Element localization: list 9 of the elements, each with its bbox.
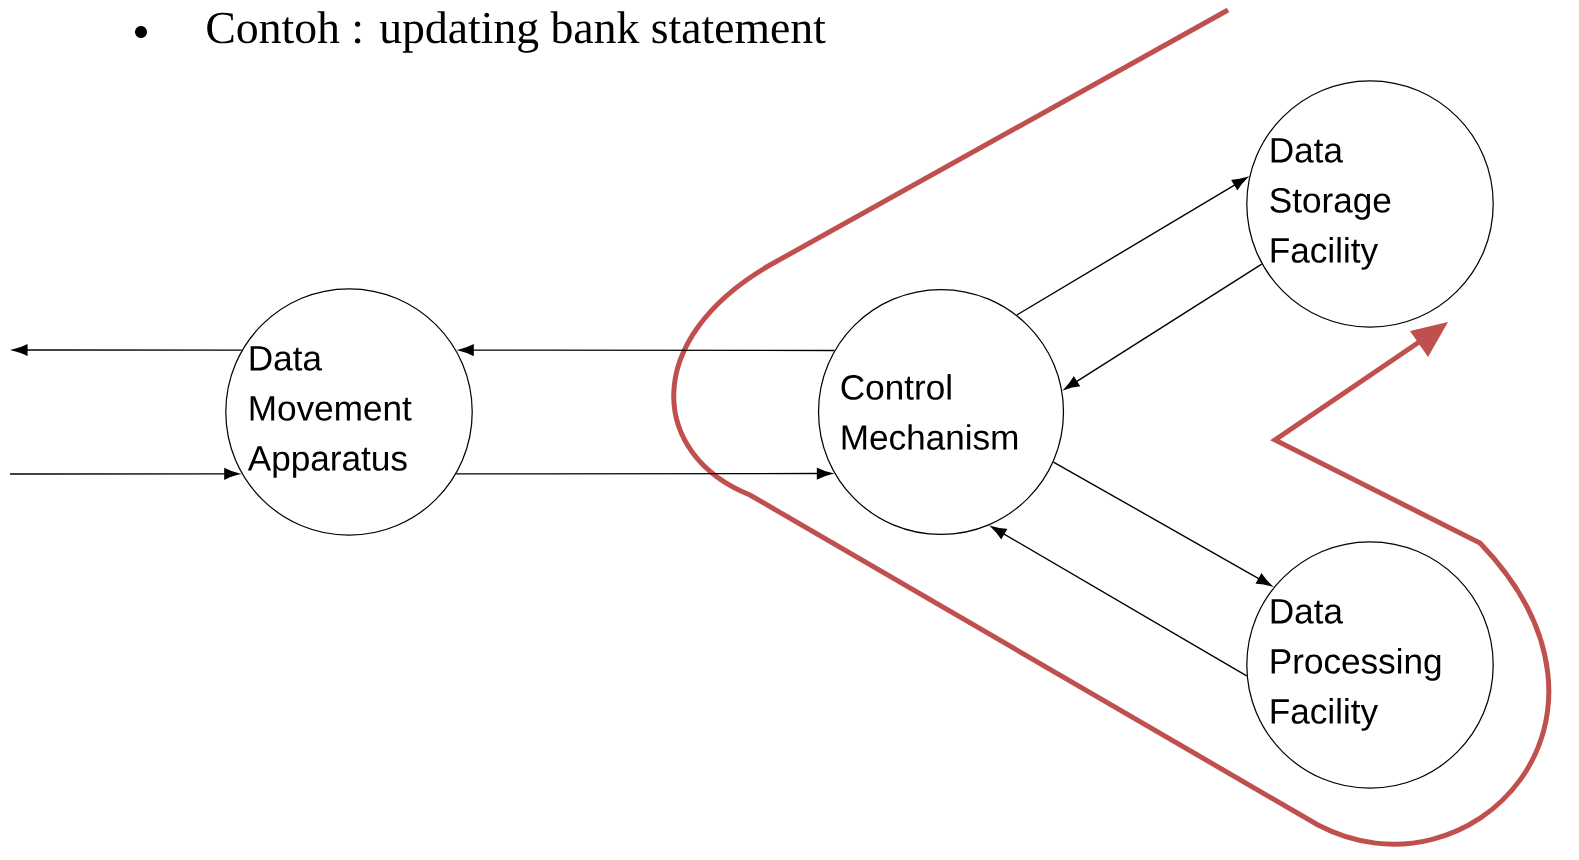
arrow (991, 526, 1248, 677)
arrow (458, 344, 836, 356)
arrow (455, 467, 832, 480)
arrow (12, 344, 243, 356)
arrow (1052, 461, 1272, 587)
arrow (1064, 263, 1263, 390)
arrow (9, 468, 240, 480)
title: Contoh : updating bank statement (207, 11, 826, 53)
arrow (1016, 177, 1248, 316)
